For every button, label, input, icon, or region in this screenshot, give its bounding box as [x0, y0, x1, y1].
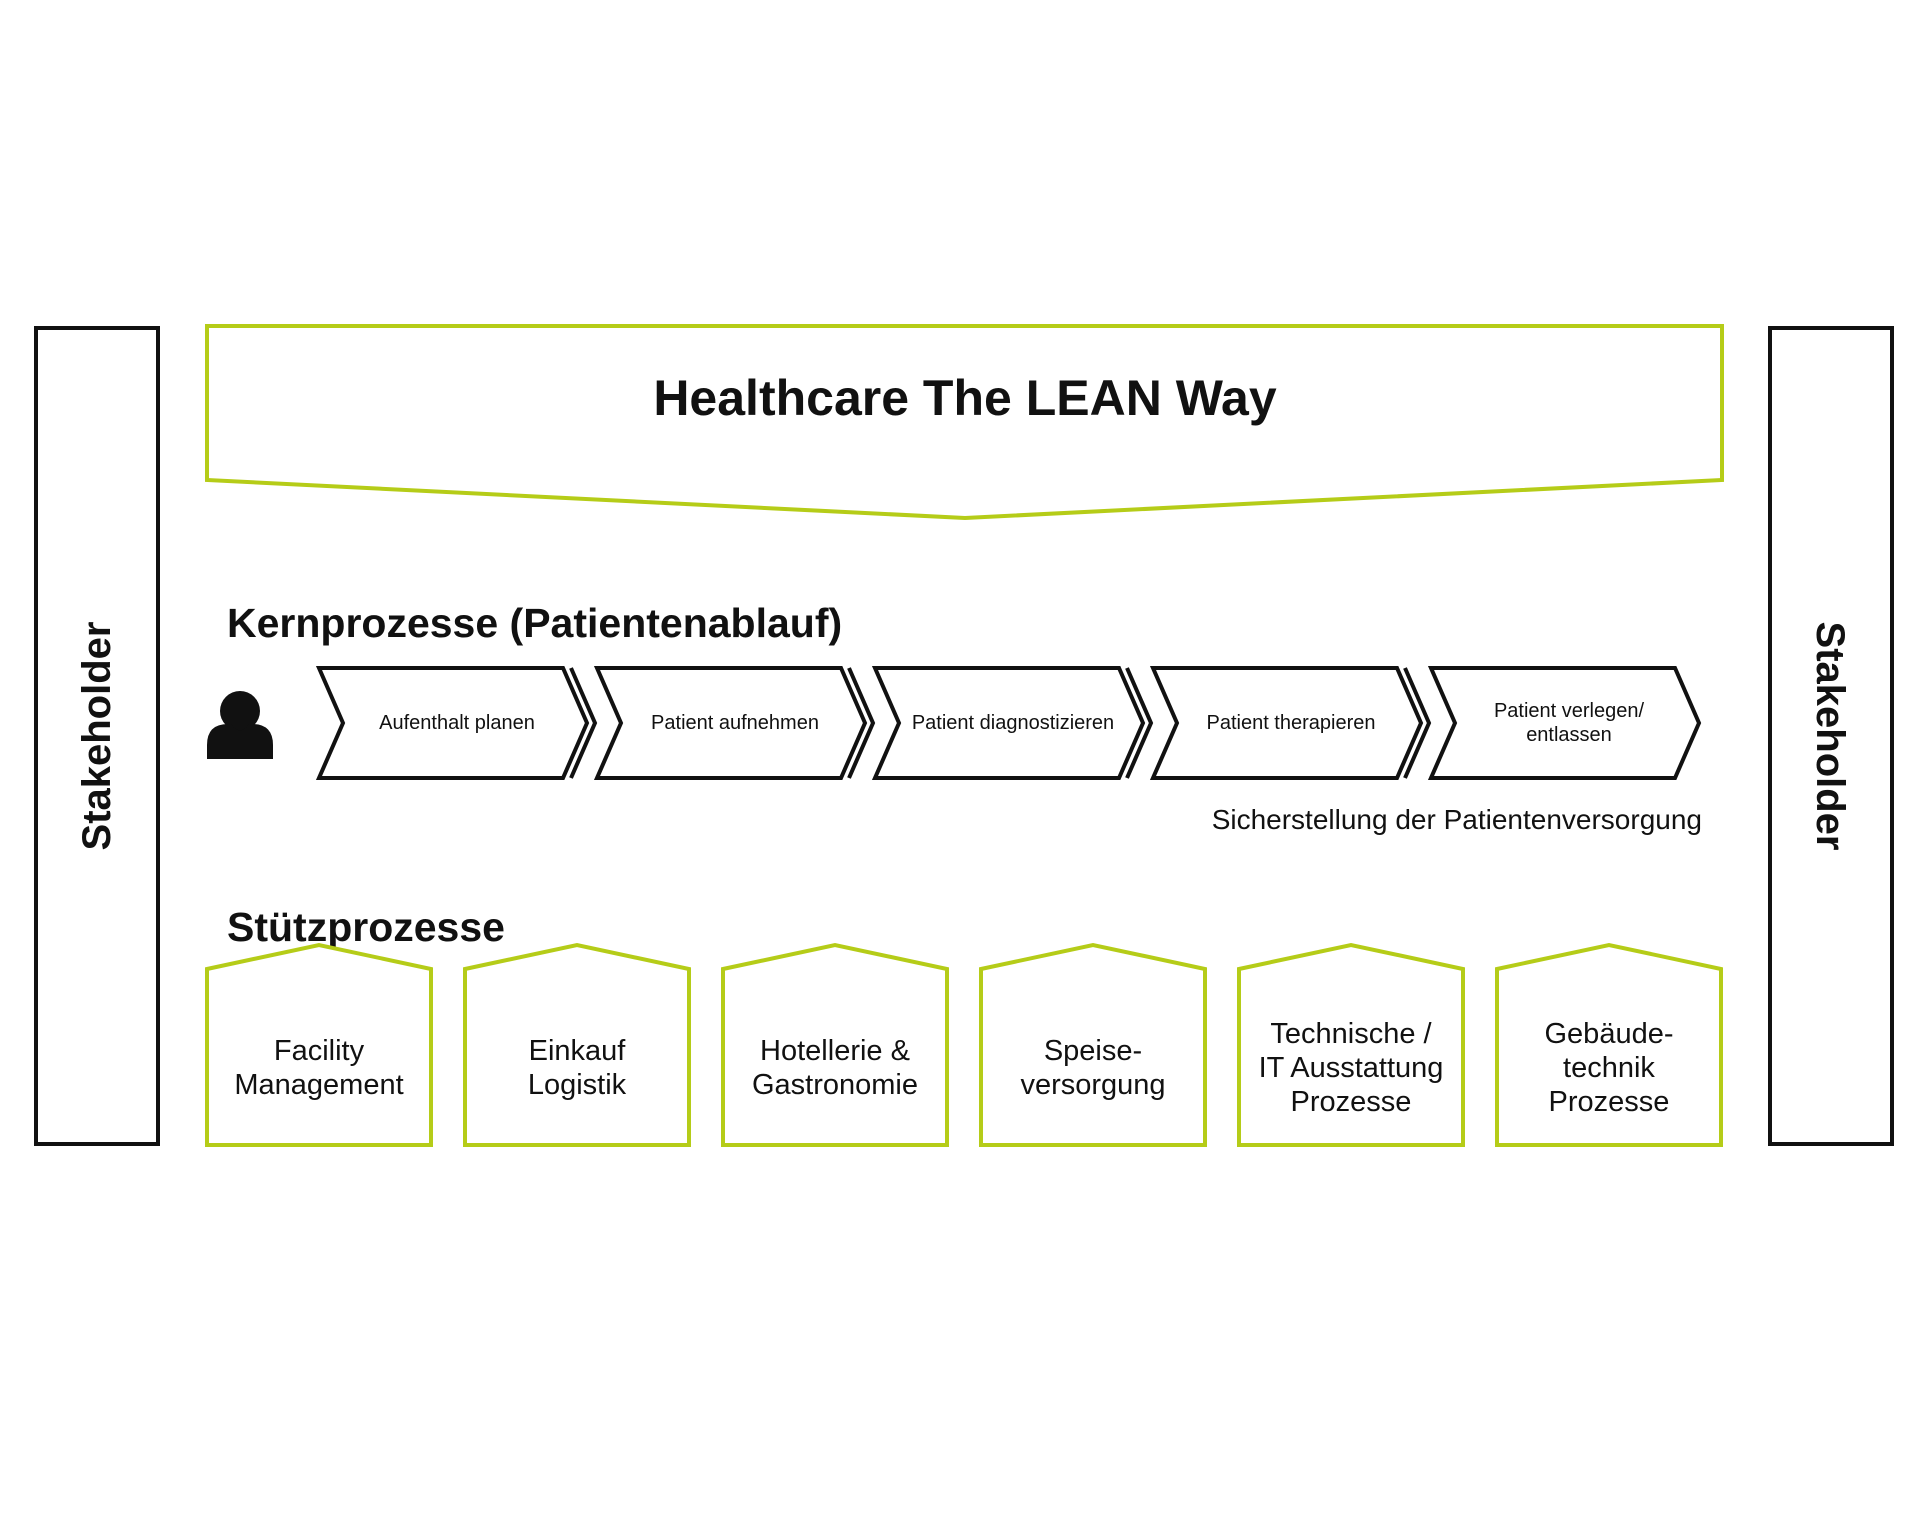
- house-label: Management: [234, 1069, 403, 1101]
- chevron-step: Patient aufnehmen: [593, 666, 876, 780]
- chevron-step: Aufenthalt planen: [315, 666, 598, 780]
- chevron-shape: [1149, 666, 1424, 780]
- chevron-separator: [847, 667, 876, 779]
- house-label: Prozesse: [1549, 1086, 1670, 1118]
- chevron-label: Patient aufnehmen: [651, 712, 819, 734]
- support-process-heading: Stützprozesse: [227, 904, 505, 950]
- core-process-heading: Kernprozesse (Patientenablauf): [227, 600, 842, 646]
- chevron-label: Patient therapieren: [1206, 712, 1375, 734]
- house-shape: [1237, 942, 1465, 1147]
- stakeholder-right-box: [1768, 326, 1894, 1146]
- house-label: Gastronomie: [752, 1069, 918, 1101]
- stakeholder-left-label: Stakeholder: [75, 622, 119, 851]
- chevron-step: Patient diagnostizieren: [871, 666, 1154, 780]
- house-label: Hotellerie &: [760, 1035, 910, 1067]
- chevron-separator: [1125, 667, 1154, 779]
- chevron-shape: [1427, 666, 1702, 780]
- house-shape: [979, 942, 1207, 1147]
- title-banner-shape: [205, 324, 1724, 521]
- house-label: technik: [1563, 1052, 1655, 1084]
- house-label: IT Ausstattung: [1259, 1052, 1444, 1084]
- chevron-separator: [1403, 667, 1432, 779]
- stakeholder-left-box: [34, 326, 160, 1146]
- person-icon: [207, 691, 273, 759]
- chevron-shape: [871, 666, 1146, 780]
- house-label: Logistik: [528, 1069, 627, 1101]
- core-process-caption: Sicherstellung der Patientenversorgung: [1212, 804, 1702, 835]
- stakeholder-right-label: Stakeholder: [1808, 622, 1852, 851]
- page-title: Healthcare The LEAN Way: [653, 370, 1277, 426]
- stakeholder-left-pillar: Stakeholder: [34, 326, 160, 1146]
- chevron-label: Patient diagnostizieren: [912, 712, 1114, 734]
- house-shape: [1495, 942, 1723, 1147]
- chevron-step: Patient therapieren: [1149, 666, 1432, 780]
- title-banner: Healthcare The LEAN Way: [205, 324, 1724, 521]
- chevron-shape: [315, 666, 590, 780]
- house-label: Prozesse: [1291, 1086, 1412, 1118]
- house-label: versorgung: [1020, 1069, 1165, 1101]
- house-shape: [463, 942, 691, 1147]
- chevron-step: Patient verlegen/entlassen: [1427, 666, 1702, 780]
- house-label: Speise-: [1044, 1035, 1142, 1067]
- chevron-shape: [593, 666, 868, 780]
- house-shape: [205, 942, 433, 1147]
- core-process-chevrons: Aufenthalt planen Patient aufnehmen Patien…: [315, 666, 1702, 780]
- support-process-house: Speise-versorgung: [979, 942, 1207, 1147]
- house-label: Technische /: [1270, 1018, 1432, 1050]
- house-label: Einkauf: [529, 1035, 627, 1067]
- support-process-houses: FacilityManagementEinkaufLogistikHotelle…: [205, 942, 1723, 1147]
- stakeholder-right-pillar: Stakeholder: [1768, 326, 1894, 1146]
- house-shape: [721, 942, 949, 1147]
- chevron-label: Patient verlegen/: [1494, 700, 1645, 722]
- support-process-house: Hotellerie &Gastronomie: [721, 942, 949, 1147]
- chevron-label: Aufenthalt planen: [379, 712, 535, 734]
- chevron-separator: [569, 667, 598, 779]
- house-label: Facility: [274, 1035, 365, 1067]
- chevron-label: entlassen: [1526, 724, 1612, 746]
- house-label: Gebäude-: [1545, 1018, 1674, 1050]
